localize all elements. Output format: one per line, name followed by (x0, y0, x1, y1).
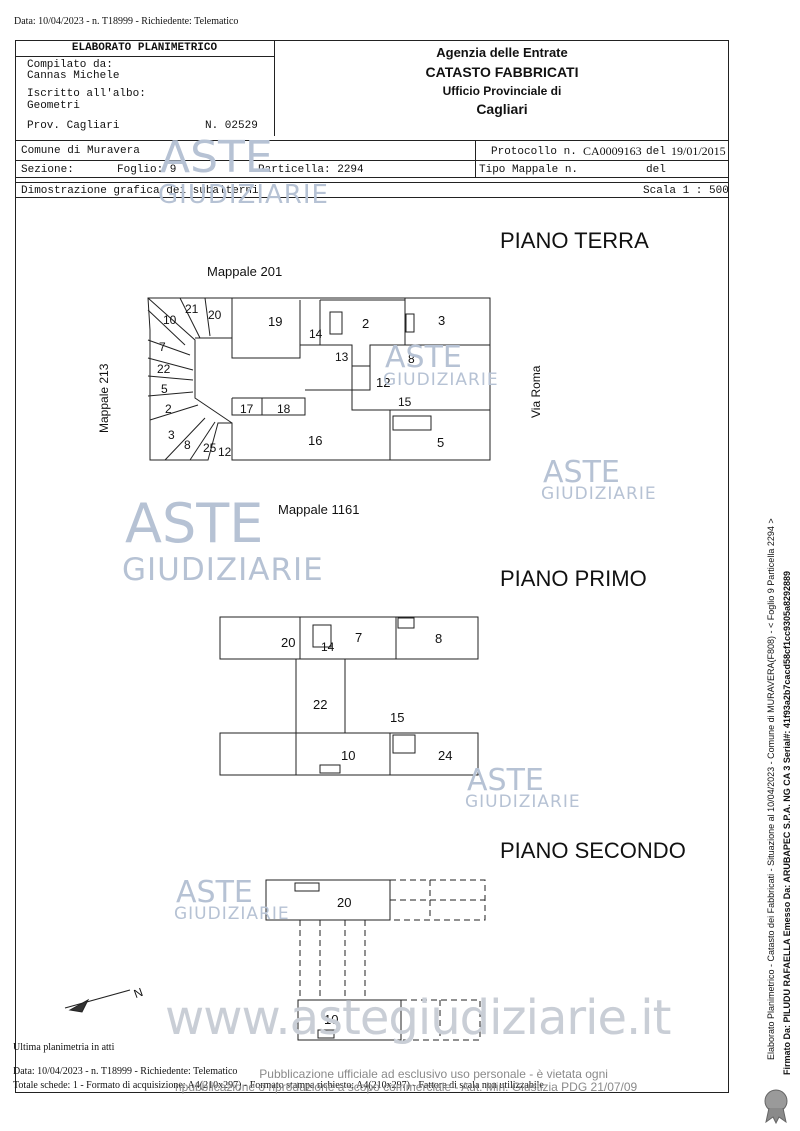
agency-block: Agenzia delle Entrate CATASTO FABBRICATI… (275, 40, 729, 136)
compiler-name: Cannas Michele (27, 70, 120, 82)
protocol-del-label: del (646, 146, 666, 158)
municipality: Comune di Muravera (21, 145, 140, 157)
province: Prov. Cagliari (27, 120, 120, 132)
room-number: 19 (268, 314, 283, 329)
floor-title-ground: PIANO TERRA (500, 228, 649, 253)
register-value: Geometri (27, 100, 80, 112)
room-number: 3 (168, 428, 175, 442)
seal-icon (764, 1089, 788, 1124)
protocol-label: Protocollo n. (491, 146, 577, 158)
side-signature-line: Firmato Da: PILUDU RAFAELLA Emesso Da: A… (782, 570, 792, 1075)
publication-notice: Pubblicazione ufficiale ad esclusivo uso… (175, 1068, 637, 1094)
room-number: 2 (362, 316, 370, 331)
sheet-number: Foglio: 9 (117, 164, 177, 176)
watermark-site: www.astegiudiziarie.it (165, 990, 671, 1046)
room-number: 7 (355, 630, 363, 645)
demonstration-row: Dimostrazione grafica dei subalterni Sca… (15, 182, 729, 198)
tipo-mappale-label: Tipo Mappale n. (479, 164, 579, 176)
register-label: Iscritto all'albo: (27, 88, 146, 100)
first-floor-plan (219, 616, 479, 776)
room-number: 7 (159, 340, 166, 354)
room-number: 15 (398, 395, 412, 409)
document-title: ELABORATO PLANIMETRICO (15, 40, 274, 57)
print-date-line: Data: 10/04/2023 - n. T18999 - Richieden… (14, 16, 239, 27)
protocol-date: 19/01/2015 (671, 144, 726, 158)
room-number: 15 (390, 710, 405, 725)
room-number: 2 (165, 402, 172, 416)
parcel-number: Particella: 2294 (258, 164, 364, 176)
neighbor-mappale-201: Mappale 201 (207, 264, 283, 279)
north-arrow (64, 989, 131, 1013)
demonstration-label: Dimostrazione grafica dei subalterni (21, 185, 259, 197)
room-number: 5 (161, 382, 168, 396)
office-label: Ufficio Provinciale di (442, 84, 562, 98)
section-label: Sezione: (21, 164, 74, 176)
room-number: 24 (438, 748, 453, 763)
neighbor-mappale-1161: Mappale 1161 (278, 502, 360, 517)
ground-floor-plan (147, 297, 491, 461)
second-floor-plan (265, 879, 486, 1041)
room-number: 8 (408, 352, 415, 366)
compiler-box: ELABORATO PLANIMETRICO Compilato da: Can… (15, 40, 275, 136)
room-number: 14 (309, 327, 323, 341)
publication-notice-line2: ripubblicazione o riproduzione a scopo c… (175, 1080, 638, 1094)
office-city: Cagliari (476, 101, 528, 117)
room-number: 25 (203, 441, 217, 455)
agency-name: Agenzia delle Entrate (436, 45, 568, 60)
room-number: 12 (218, 445, 232, 459)
floor-title-second: PIANO SECONDO (500, 838, 686, 863)
room-number: 18 (277, 402, 291, 416)
room-number: 10 (341, 748, 356, 763)
document-frame (15, 40, 729, 1093)
room-number: 20 (208, 308, 222, 322)
room-number: 16 (308, 433, 323, 448)
room-number: 13 (335, 350, 349, 364)
room-number: 8 (184, 438, 191, 452)
protocol-number: CA0009163 (583, 144, 642, 158)
room-number: 20 (281, 635, 296, 650)
room-number: 3 (438, 313, 446, 328)
room-number: 8 (435, 631, 443, 646)
room-number: 14 (321, 640, 335, 654)
last-plan-note: Ultima planimetria in atti (13, 1042, 115, 1053)
parcel-info-row: Comune di Muravera Sezione: Foglio: 9 Pa… (15, 140, 729, 178)
side-certificate-line: Elaborato Planimetrico - Catasto dei Fab… (766, 518, 776, 1060)
register-number: N. 02529 (205, 120, 258, 132)
catasto-title: CATASTO FABBRICATI (425, 64, 579, 80)
room-number: 20 (337, 895, 352, 910)
room-number: 22 (313, 697, 328, 712)
footer-total-line: Totale schede: 1 - Formato di acquisizio… (13, 1080, 544, 1091)
room-number: 10 (163, 313, 177, 327)
footer-date-line: Data: 10/04/2023 - n. T18999 - Richieden… (13, 1066, 238, 1077)
room-number: 17 (240, 402, 254, 416)
room-number: 5 (437, 435, 445, 450)
publication-notice-line1: Pubblicazione ufficiale ad esclusivo uso… (259, 1067, 608, 1081)
floor-title-first: PIANO PRIMO (500, 566, 647, 591)
room-number: 22 (157, 362, 171, 376)
room-number: 10 (324, 1012, 339, 1027)
compiler-label: Compilato da: (27, 59, 113, 71)
tipo-del-label: del (646, 164, 666, 176)
room-number: 21 (185, 302, 199, 316)
scale-label: Scala 1 : 500 (643, 185, 729, 197)
room-number: 12 (376, 375, 391, 390)
